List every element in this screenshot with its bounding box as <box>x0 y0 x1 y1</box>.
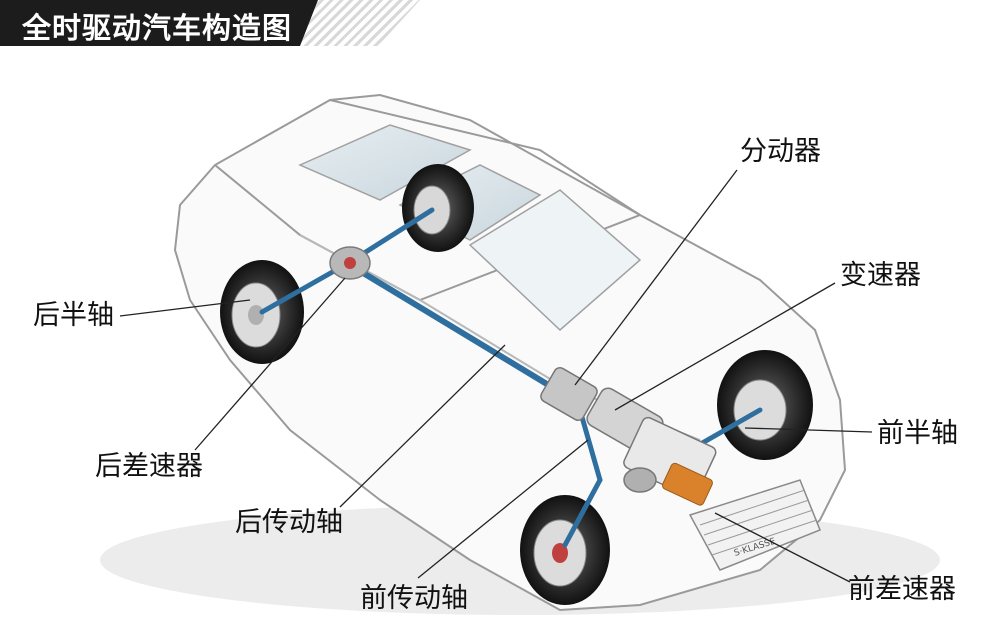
front-half-shaft-left <box>562 477 603 548</box>
page-title: 全时驱动汽车构造图 <box>22 11 293 45</box>
rear-drive-shaft <box>347 262 568 398</box>
leader-front-half-shaft <box>744 427 873 433</box>
front-differential <box>623 467 657 493</box>
label-front-half-shaft: 前半轴 <box>877 418 958 449</box>
leader-rear-half-shaft <box>119 299 251 317</box>
label-transmission: 变速器 <box>840 260 921 291</box>
front-left-wheel <box>520 495 610 605</box>
front-drive-shaft <box>577 407 603 483</box>
leader-front-differential <box>714 512 851 583</box>
leader-rear-drive-shaft <box>339 344 506 508</box>
label-front-drive-shaft: 前传动轴 <box>360 583 468 614</box>
title-banner <box>0 0 345 46</box>
label-rear-drive-shaft: 后传动轴 <box>235 507 343 538</box>
transfer-case <box>540 366 598 422</box>
front-right-wheel <box>717 350 813 460</box>
leader-front-drive-shaft <box>417 439 589 579</box>
rear-right-wheel <box>402 164 474 252</box>
label-rear-differential: 后差速器 <box>95 451 203 482</box>
leader-transmission <box>614 282 836 411</box>
leader-lines <box>119 169 873 583</box>
engine <box>623 416 717 506</box>
leader-rear-differential <box>194 277 346 451</box>
label-transfer-case: 分动器 <box>740 136 821 167</box>
label-front-differential: 前差速器 <box>848 574 956 605</box>
leader-transfer-case <box>574 169 738 386</box>
label-rear-half-shaft: 后半轴 <box>33 300 114 331</box>
rear-differential <box>329 246 371 280</box>
